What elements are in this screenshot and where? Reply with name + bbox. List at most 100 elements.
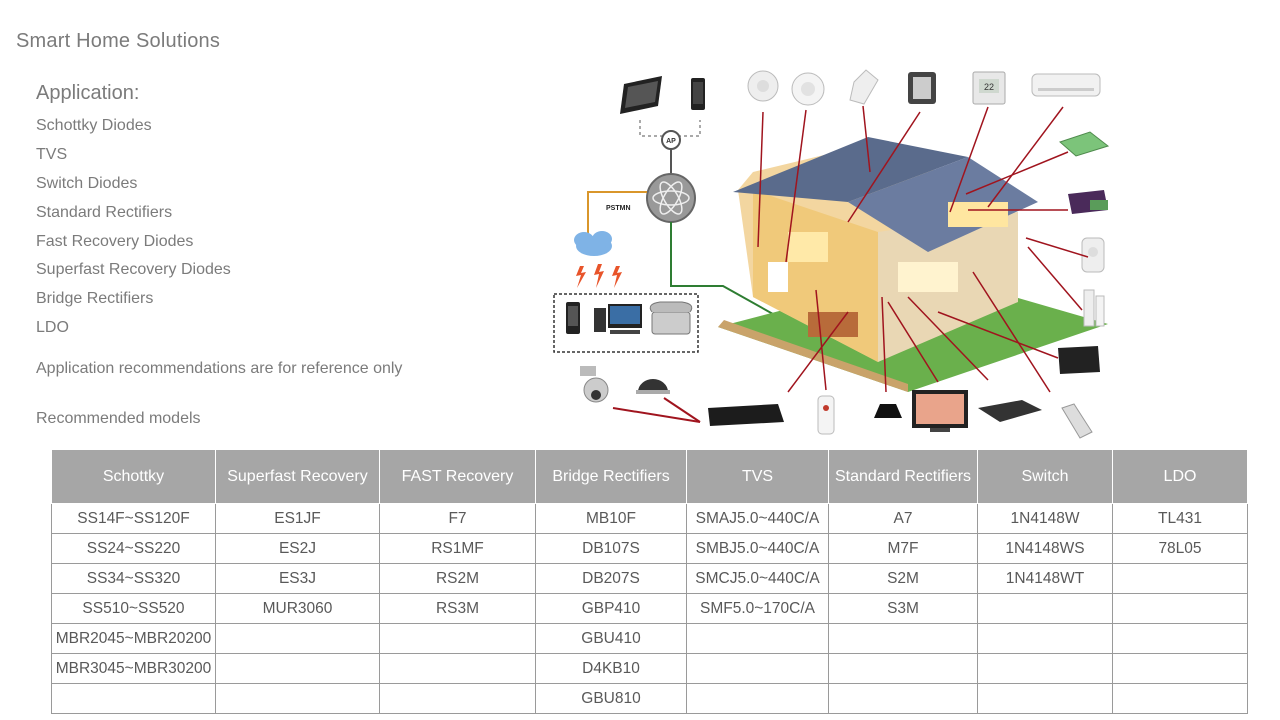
touch-panel-icon [1058, 346, 1100, 374]
table-cell: SMF5.0~170C/A [686, 593, 829, 624]
table-cell: S3M [828, 593, 978, 624]
table-row: SS34~SS320 ES3J RS2M DB207S SMCJ5.0~440C… [51, 563, 1248, 594]
switch-panel-icon [1068, 190, 1108, 214]
smart-home-illustration: AP PSTMN [553, 69, 1110, 439]
table-cell: MUR3060 [215, 593, 380, 624]
table-cell: SS14F~SS120F [51, 503, 216, 534]
house-icon [718, 137, 1108, 392]
table-cell: MB10F [535, 503, 687, 534]
control-panel-icon [908, 72, 936, 104]
recommended-models-label: Recommended models [36, 410, 201, 427]
pstn-label: PSTMN [606, 205, 631, 212]
computer-icon [594, 304, 642, 334]
application-list: Schottky Diodes TVS Switch Diodes Standa… [36, 114, 231, 345]
table-cell: RS1MF [379, 533, 536, 564]
table-cell [686, 683, 829, 714]
table-cell: GBU810 [535, 683, 687, 714]
table-cell: DB207S [535, 563, 687, 594]
tablet-icon [620, 76, 662, 114]
smoke-detector-icon [791, 72, 825, 106]
table-row: MBR3045~MBR30200 D4KB10 [51, 653, 1248, 684]
table-cell: 1N4148WS [977, 533, 1113, 564]
table-cell [686, 623, 829, 654]
signal-bolts-icon [576, 264, 622, 288]
table-cell [1112, 593, 1248, 624]
table-header-row: Schottky Superfast Recovery FAST Recover… [51, 449, 1248, 504]
remote-key-icon [817, 395, 835, 435]
table-cell [215, 623, 380, 654]
table-cell: SMAJ5.0~440C/A [686, 503, 829, 534]
table-row: SS14F~SS120F ES1JF F7 MB10F SMAJ5.0~440C… [51, 503, 1248, 534]
column-header: Bridge Rectifiers [535, 449, 687, 504]
thermostat-reading: 22 [984, 82, 994, 92]
telephone-icon [649, 301, 693, 335]
application-item: Switch Diodes [36, 174, 138, 192]
application-item: LDO [36, 319, 69, 337]
table-cell [977, 653, 1113, 684]
reference-note: Application recommendations are for refe… [36, 360, 403, 377]
table-cell: TL431 [1112, 503, 1248, 534]
table-cell [215, 653, 380, 684]
application-heading: Application: [36, 82, 140, 104]
table-cell: RS3M [379, 593, 536, 624]
cloud-icon [574, 231, 612, 256]
pir-sensor-icon [1081, 237, 1105, 273]
smart-plug-icon [874, 404, 902, 418]
column-header: Schottky [51, 449, 216, 504]
smartphone-icon [691, 78, 705, 110]
table-row: SS24~SS220 ES2J RS1MF DB107S SMBJ5.0~440… [51, 533, 1248, 564]
motion-sensor-icon [849, 69, 879, 105]
table-cell [977, 593, 1113, 624]
table-cell [1112, 623, 1248, 654]
table-cell [1112, 683, 1248, 714]
table-cell: SS24~SS220 [51, 533, 216, 564]
column-header: Switch [977, 449, 1113, 504]
table-cell: ES1JF [215, 503, 380, 534]
table-cell: SMBJ5.0~440C/A [686, 533, 829, 564]
table-cell: RS2M [379, 563, 536, 594]
column-header: LDO [1112, 449, 1248, 504]
table-cell [379, 683, 536, 714]
table-cell: 1N4148W [977, 503, 1113, 534]
door-sensor-icon [1083, 289, 1105, 327]
column-header: TVS [686, 449, 829, 504]
application-item: Schottky Diodes [36, 117, 152, 134]
table-cell: GBP410 [535, 593, 687, 624]
table-cell: D4KB10 [535, 653, 687, 684]
column-header: Standard Rectifiers [828, 449, 978, 504]
recommended-models-table: Schottky Superfast Recovery FAST Recover… [51, 449, 1248, 714]
table-cell [379, 623, 536, 654]
application-item: Superfast Recovery Diodes [36, 261, 231, 279]
table-row: MBR2045~MBR20200 GBU410 [51, 623, 1248, 654]
table-cell: DB107S [535, 533, 687, 564]
table-cell: MBR2045~MBR20200 [51, 623, 216, 654]
table-cell: SMCJ5.0~440C/A [686, 563, 829, 594]
table-cell: 1N4148WT [977, 563, 1113, 594]
table-cell [51, 683, 216, 714]
dome-camera-icon [636, 379, 670, 394]
table-cell: A7 [828, 503, 978, 534]
table-cell [686, 653, 829, 684]
network-hub-icon [646, 173, 696, 223]
access-point-icon: AP [661, 130, 681, 150]
table-cell: SS34~SS320 [51, 563, 216, 594]
table-cell [1112, 653, 1248, 684]
tv-icon [912, 390, 968, 432]
table-cell: SS510~SS520 [51, 593, 216, 624]
ptz-camera-icon [580, 366, 609, 403]
table-cell: S2M [828, 563, 978, 594]
table-cell: ES3J [215, 563, 380, 594]
table-cell: MBR3045~MBR30200 [51, 653, 216, 684]
thermostat-icon: 22 [972, 71, 1006, 105]
table-cell: M7F [828, 533, 978, 564]
remote-control-icon [1061, 403, 1093, 439]
table-cell [977, 683, 1113, 714]
ap-label: AP [666, 138, 676, 145]
application-item: Standard Rectifiers [36, 203, 173, 221]
mobile-phone-icon [566, 302, 580, 334]
wall-switch-icon [1059, 131, 1110, 157]
table-cell [379, 653, 536, 684]
table-cell [828, 683, 978, 714]
table-cell: F7 [379, 503, 536, 534]
dvr-icon [708, 404, 784, 426]
